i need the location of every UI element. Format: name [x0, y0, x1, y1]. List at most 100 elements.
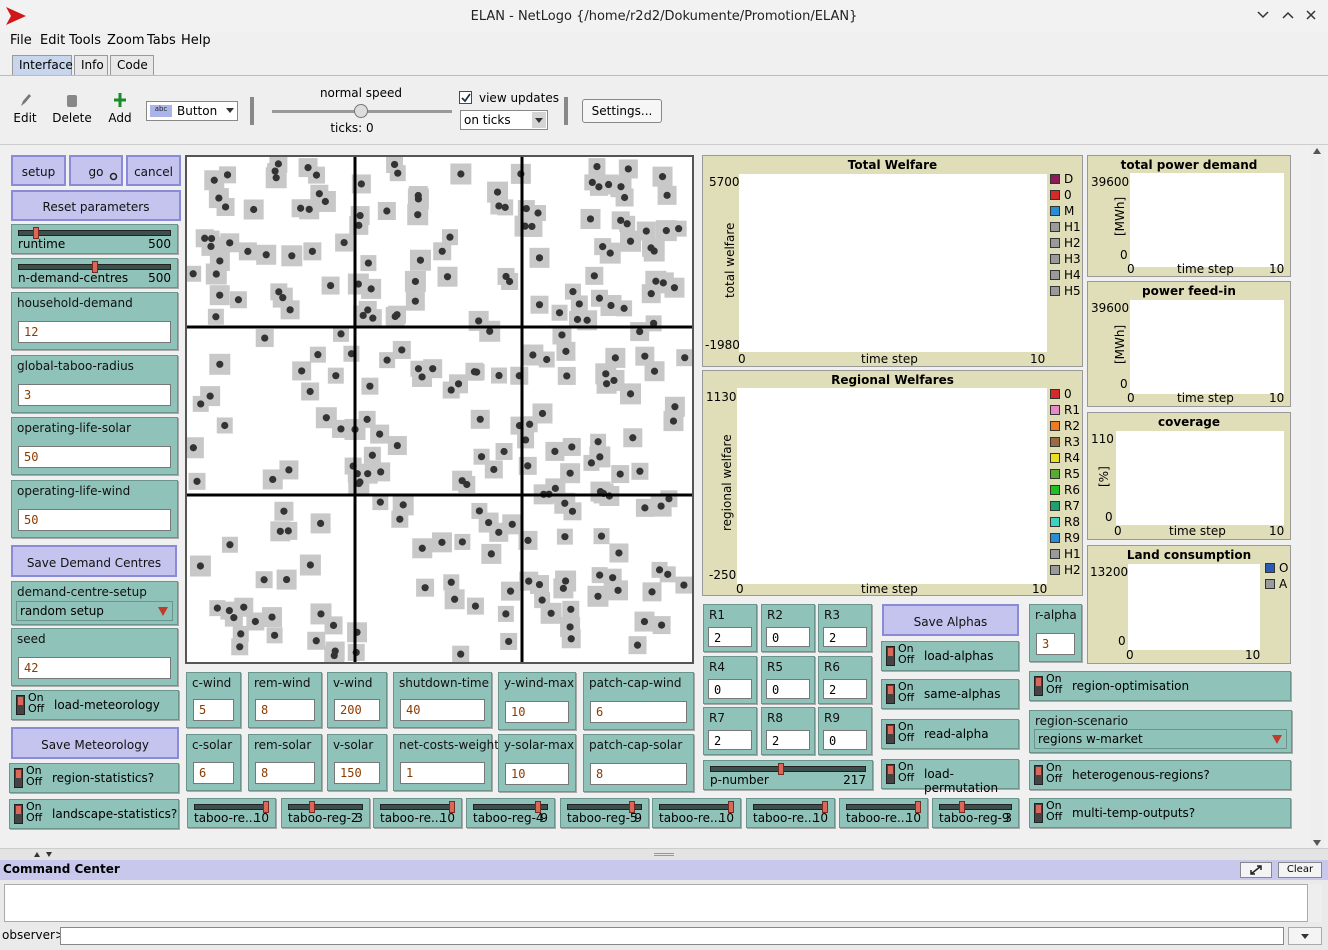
switch-toggle[interactable] [886, 764, 895, 784]
input-field[interactable]: 150 [334, 762, 380, 784]
slider-track[interactable] [288, 804, 363, 810]
view-updates-checkbox[interactable] [459, 91, 472, 104]
slider-thumb[interactable] [778, 763, 784, 775]
input-field[interactable]: 3 [18, 384, 171, 406]
widget-type-dropdown[interactable]: abc Button [146, 101, 238, 121]
slider-thumb[interactable] [959, 801, 965, 813]
slider-thumb[interactable] [92, 261, 98, 273]
agent-type-dropdown[interactable] [1288, 927, 1322, 945]
splitter[interactable] [0, 848, 1328, 860]
update-mode-select[interactable]: on ticks [460, 110, 548, 130]
input-field[interactable]: 40 [400, 699, 485, 721]
slider-track[interactable] [846, 804, 921, 810]
slider-track[interactable] [710, 766, 866, 772]
region-scenario-chooser[interactable]: region-scenario regions w-market [1029, 710, 1292, 753]
go-button[interactable]: go [69, 155, 123, 186]
slider-thumb[interactable] [629, 801, 635, 813]
chevron-up-icon[interactable] [1313, 148, 1321, 154]
switch-toggle[interactable] [14, 804, 23, 824]
tab-info[interactable]: Info [74, 55, 108, 75]
settings-button[interactable]: Settings... [582, 99, 662, 123]
slider-track[interactable] [659, 804, 734, 810]
slider-thumb[interactable] [449, 801, 455, 813]
slider-track[interactable] [939, 804, 1012, 810]
add-tool[interactable]: Add [104, 92, 136, 125]
switch-toggle[interactable] [886, 646, 895, 666]
taboo-region-slider[interactable]: taboo-re...10 [652, 798, 741, 828]
input-field[interactable]: 6 [590, 701, 687, 723]
slider-thumb[interactable] [535, 801, 541, 813]
switch-toggle[interactable] [16, 695, 25, 715]
slider-track[interactable] [753, 804, 828, 810]
menu-file[interactable]: File [10, 33, 32, 48]
slider-track[interactable] [380, 804, 455, 810]
menu-zoom[interactable]: Zoom [107, 33, 145, 48]
demand-centre-setup-chooser[interactable]: demand-centre-setup random setup [11, 581, 178, 625]
menu-help[interactable]: Help [181, 33, 211, 48]
input-field[interactable]: 3 [1036, 633, 1075, 655]
menu-edit[interactable]: Edit [40, 33, 66, 48]
cancel-button[interactable]: cancel [126, 155, 181, 186]
world-view[interactable] [185, 155, 694, 664]
close-icon[interactable] [1305, 9, 1317, 21]
p-number-slider[interactable]: p-number 217 [703, 760, 873, 790]
slider-thumb[interactable] [263, 801, 269, 813]
setup-button[interactable]: setup [11, 155, 66, 186]
output-scrollbar[interactable] [1308, 884, 1322, 922]
slider-thumb[interactable] [915, 801, 921, 813]
input-field[interactable]: 50 [18, 446, 171, 468]
slider-thumb[interactable] [33, 227, 39, 239]
chooser-field[interactable]: random setup [16, 601, 173, 621]
input-field[interactable]: 8 [255, 762, 315, 784]
input-field[interactable]: 1 [400, 762, 485, 784]
input-field[interactable]: 50 [18, 509, 171, 531]
input-field[interactable]: 0 [708, 679, 752, 699]
save-demand-centres-button[interactable]: Save Demand Centres [11, 545, 177, 577]
input-field[interactable]: 0 [823, 730, 867, 750]
switch-toggle[interactable] [1034, 676, 1043, 696]
menu-tabs[interactable]: Tabs [147, 33, 176, 48]
delete-tool[interactable]: Delete [50, 92, 94, 125]
input-field[interactable]: 2 [823, 627, 867, 647]
chevron-down-icon[interactable] [1313, 840, 1321, 846]
slider-thumb[interactable] [822, 801, 828, 813]
menu-tools[interactable]: Tools [69, 33, 102, 48]
tab-interface[interactable]: Interface [12, 55, 73, 75]
slider-thumb[interactable] [728, 801, 734, 813]
switch-toggle[interactable] [886, 724, 895, 744]
minimize-icon[interactable] [1256, 10, 1270, 20]
chooser-field[interactable]: regions w-market [1034, 729, 1287, 749]
edit-tool[interactable]: Edit [8, 92, 42, 125]
switch-toggle[interactable] [886, 684, 895, 704]
input-field[interactable]: 10 [505, 701, 569, 723]
slider-track[interactable] [18, 230, 171, 236]
speed-slider-thumb[interactable] [354, 104, 368, 118]
splitter-grip[interactable] [654, 853, 674, 856]
taboo-region-slider[interactable]: taboo-re...10 [839, 798, 928, 828]
save-meteorology-button[interactable]: Save Meteorology [11, 727, 179, 759]
tab-code[interactable]: Code [110, 55, 154, 75]
input-field[interactable]: 42 [18, 657, 171, 679]
interface-scrollbar[interactable] [1310, 146, 1324, 848]
taboo-region-slider[interactable]: taboo-re...10 [373, 798, 462, 828]
input-field[interactable]: 2 [766, 730, 810, 750]
switch-toggle[interactable] [1034, 765, 1043, 785]
input-field[interactable]: 200 [334, 699, 380, 721]
clear-button[interactable]: Clear [1278, 862, 1322, 878]
command-input[interactable] [60, 927, 1284, 945]
input-field[interactable]: 6 [193, 762, 234, 784]
input-field[interactable]: 10 [505, 763, 569, 785]
input-field[interactable]: 5 [193, 699, 234, 721]
expand-button[interactable] [1240, 862, 1272, 878]
n-demand-centres-slider[interactable]: n-demand-centres 500 [11, 258, 178, 288]
